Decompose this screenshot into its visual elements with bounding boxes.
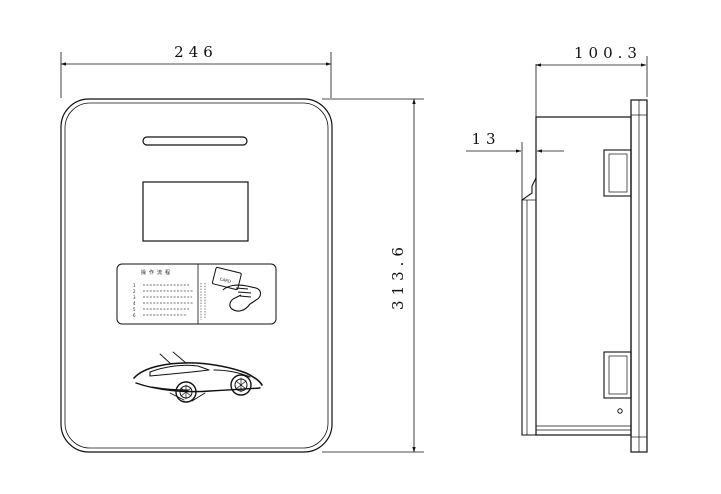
lower-bracket (603, 351, 632, 399)
step-number: 1 (133, 283, 136, 288)
card-label: CARD (219, 276, 231, 284)
car-logo (133, 351, 263, 403)
width-label: 246 (174, 43, 218, 61)
step-numbers: 1 2 3 4 5 6 (133, 283, 136, 318)
step-number: 5 (133, 307, 136, 312)
side-view: 100.3 13 (466, 44, 648, 453)
side-body (521, 99, 648, 453)
display-screen (142, 181, 249, 242)
depth-dimension: 100.3 (535, 44, 648, 117)
operation-panel: 操作流程 1 2 3 4 5 6 (116, 263, 277, 325)
instruction-text-lines (143, 283, 206, 320)
panel-header: 操作流程 (141, 269, 173, 276)
upper-bracket (603, 149, 632, 197)
height-label: 313.6 (389, 242, 407, 310)
thickness-dimension: 13 (466, 130, 564, 200)
front-view: 246 313.6 操作流程 1 2 3 4 5 6 (60, 43, 424, 453)
height-dimension: 313.6 (322, 98, 424, 453)
step-number: 3 (133, 295, 136, 300)
front-housing-inner (64, 102, 329, 449)
screw-hole (617, 408, 623, 414)
step-number: 4 (133, 301, 136, 306)
depth-label: 100.3 (574, 44, 642, 62)
width-dimension: 246 (60, 43, 332, 98)
card-swipe-icon: CARD (212, 266, 262, 312)
card-slot (142, 136, 248, 146)
step-number: 2 (133, 289, 136, 294)
front-housing-outer (60, 98, 333, 453)
step-number: 6 (133, 313, 136, 318)
thickness-label: 13 (471, 130, 500, 148)
